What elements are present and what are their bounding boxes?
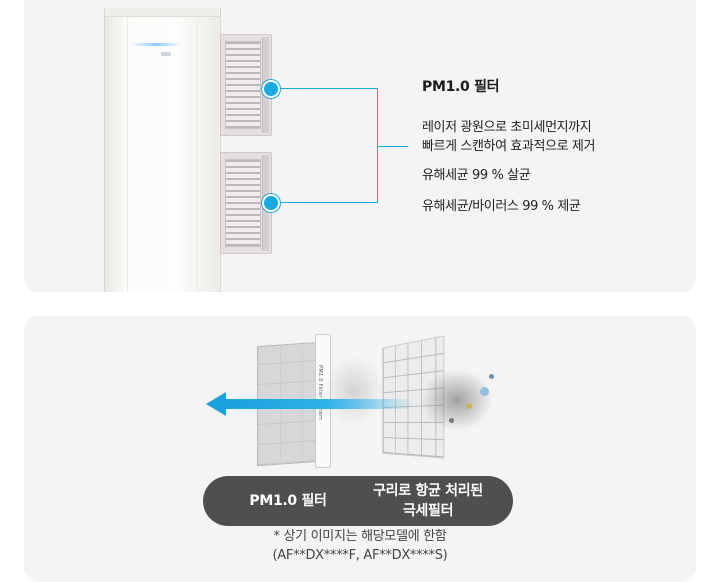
filter-mesh xyxy=(225,41,261,129)
filter-frame-label: PM1.0 Filter System xyxy=(317,365,323,421)
callout-dot-lower xyxy=(262,194,280,212)
model-note-line-2: (AF**DX****F, AF**DX****S) xyxy=(272,548,448,563)
pm-filter-label: PM1.0 필터 xyxy=(249,493,327,509)
copper-filter-label-line-2: 극세필터 xyxy=(402,503,454,519)
filter-mesh xyxy=(225,159,261,247)
model-note: * 상기 이미지는 해당모델에 한함 (AF**DX****F, AF**DX*… xyxy=(24,527,696,565)
bacteria-particle xyxy=(480,387,489,396)
description-line-1: 레이저 광원으로 초미세먼지까지 xyxy=(422,120,592,135)
purifier-top-rim xyxy=(105,8,220,17)
feature-disinfection: 유해세균/바이러스 99 % 제균 xyxy=(422,199,581,214)
model-note-line-1: * 상기 이미지는 해당모델에 한함 xyxy=(273,529,447,544)
purifier-panel-line xyxy=(197,18,198,292)
callout-dot-upper xyxy=(262,80,280,98)
dust-particles xyxy=(324,356,384,426)
callout-line xyxy=(280,88,378,89)
description-line-2: 빠르게 스캔하여 효과적으로 제거 xyxy=(422,139,596,154)
callout-line xyxy=(280,202,378,203)
filter-description: PM1.0 필터 레이저 광원으로 초미세먼지까지 빠르게 스캔하여 효과적으로… xyxy=(422,76,682,228)
copper-filter-label-line-1: 구리로 항균 처리된 xyxy=(373,483,483,499)
description-text: 레이저 광원으로 초미세먼지까지 빠르게 스캔하여 효과적으로 제거 xyxy=(422,118,682,156)
bacteria-particle xyxy=(489,374,494,379)
airflow-arrow xyxy=(224,399,414,409)
airflow-arrow-head xyxy=(206,392,226,416)
feature-sterilization: 유해세균 99 % 살균 xyxy=(422,168,531,183)
bacteria-particle xyxy=(466,403,472,409)
callout-line xyxy=(378,146,408,147)
dust-cloud xyxy=(422,370,492,430)
section-title: PM1.0 필터 xyxy=(422,79,500,95)
bacteria-particle xyxy=(449,418,454,423)
copper-filter-label: 구리로 항균 처리된 극세필터 xyxy=(358,476,498,526)
filter-label-pill: PM1.0 필터 구리로 항균 처리된 극세필터 xyxy=(203,476,513,526)
purifier-panel-line xyxy=(127,18,128,292)
callout-line xyxy=(377,88,378,203)
purifier-indicator-light xyxy=(130,43,182,46)
air-purifier-image xyxy=(104,8,221,292)
purifier-logo xyxy=(161,52,171,56)
pm-filter-info-panel: PM1.0 필터 레이저 광원으로 초미세먼지까지 빠르게 스캔하여 효과적으로… xyxy=(24,0,696,292)
filter-structure-illustration: PM1.0 Filter System xyxy=(24,316,696,476)
filter-structure-panel: PM1.0 Filter System PM1.0 필터 구리로 항균 처리된 … xyxy=(24,316,696,582)
